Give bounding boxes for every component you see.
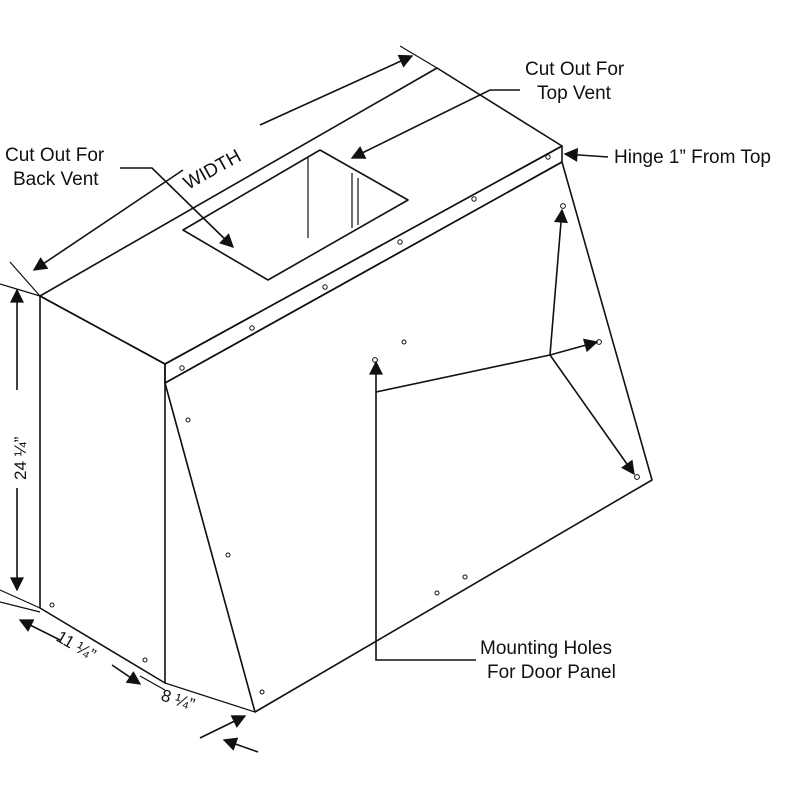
mounting-label-line2: For Door Panel xyxy=(487,662,616,683)
height-dimension: 24 ¼” xyxy=(0,283,41,609)
top-vent-label-line2: Top Vent xyxy=(537,83,612,104)
height-label: 24 ¼” xyxy=(11,436,30,480)
back-vent-label-line2: Back Vent xyxy=(13,169,99,190)
top-face xyxy=(39,67,563,365)
mounting-callout: Mounting Holes For Door Panel xyxy=(480,638,616,683)
hinge-label: Hinge 1” From Top xyxy=(614,147,771,168)
width-label: WIDTH xyxy=(180,146,245,195)
mounting-label-line1: Mounting Holes xyxy=(480,638,612,659)
mounting-leaders xyxy=(369,208,635,661)
top-vent-cutout xyxy=(182,149,409,281)
bottom-edge xyxy=(164,682,256,713)
front-depth-label: 8 ¼” xyxy=(159,686,198,715)
left-side-face xyxy=(39,295,166,684)
back-vent-callout: Cut Out For Back Vent xyxy=(5,145,235,248)
panel-slant-edge xyxy=(164,382,256,713)
hinge-strip xyxy=(164,145,563,384)
front-depth-dimension: 8 ¼” xyxy=(159,686,259,753)
screw-holes xyxy=(49,154,551,695)
top-vent-callout: Cut Out For Top Vent xyxy=(350,59,625,159)
depth-dimension: 11 ¼” xyxy=(0,601,166,691)
door-panel xyxy=(164,161,653,713)
back-vent-label-line1: Cut Out For xyxy=(5,145,105,166)
cabinet-body xyxy=(39,67,653,713)
depth-label: 11 ¼” xyxy=(53,627,99,665)
hinge-callout: Hinge 1” From Top xyxy=(563,147,771,168)
top-vent-label-line1: Cut Out For xyxy=(525,59,625,80)
